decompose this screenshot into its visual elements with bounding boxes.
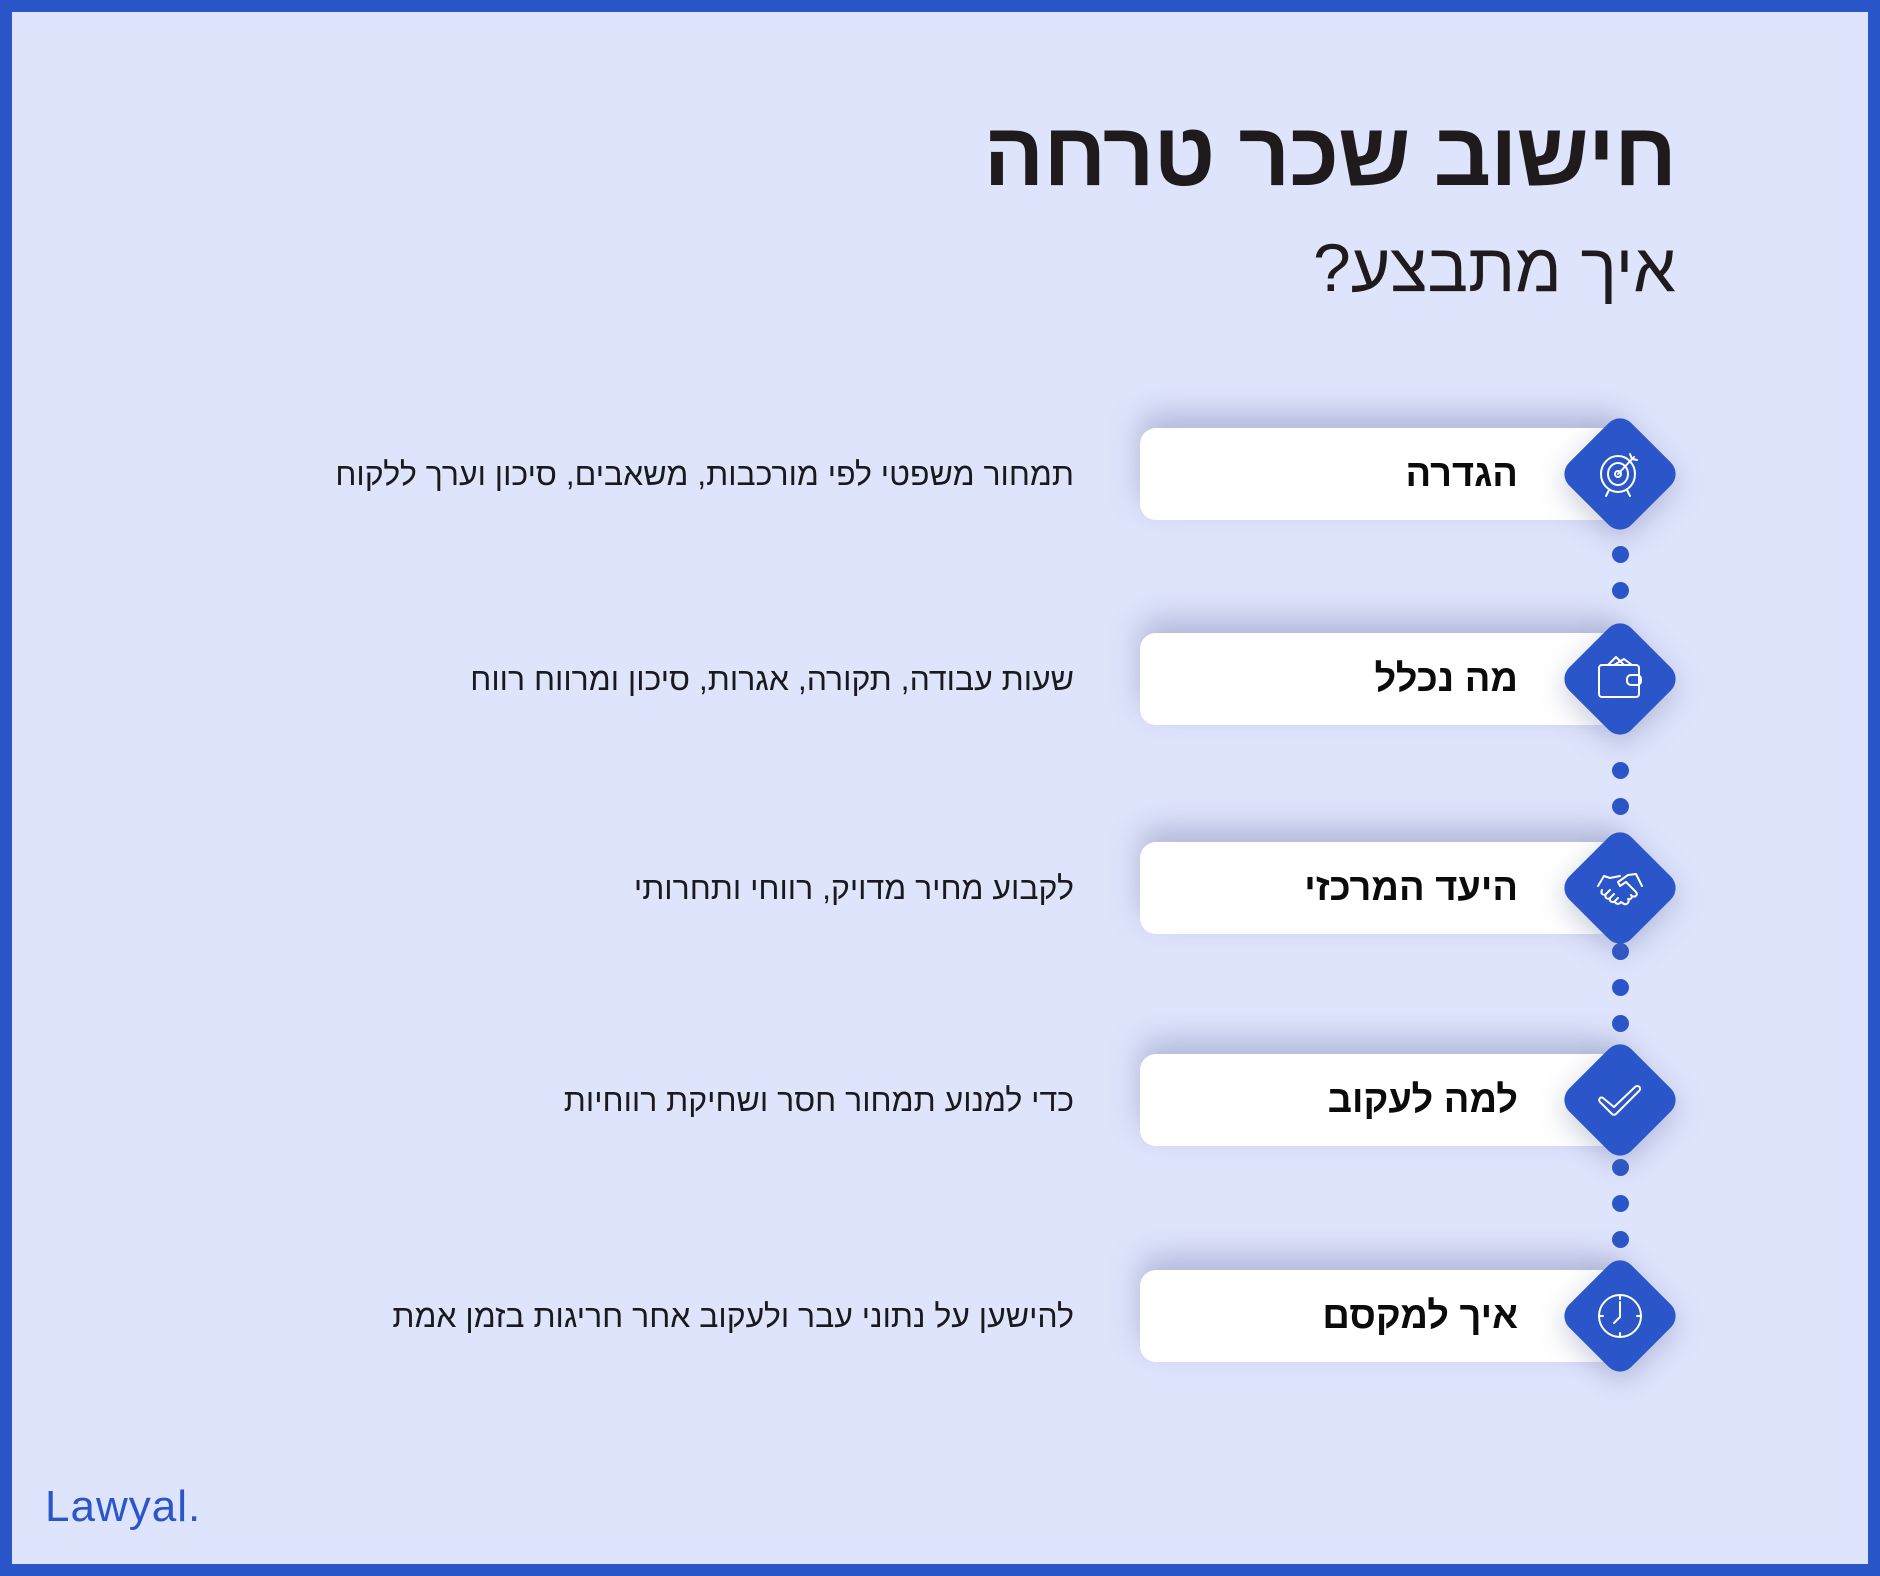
clock-icon bbox=[1594, 1290, 1646, 1342]
connector-dot bbox=[1612, 979, 1629, 996]
connector-dot bbox=[1612, 943, 1629, 960]
connector-dot bbox=[1612, 1195, 1629, 1212]
step-card bbox=[1140, 1054, 1620, 1146]
step-description: להישען על נתוני עבר ולעקוב אחר חריגות בז… bbox=[392, 1298, 1074, 1334]
handshake-icon bbox=[1594, 862, 1646, 914]
page-title: חישוב שכר טרחה bbox=[983, 105, 1677, 205]
wallet-icon bbox=[1594, 653, 1646, 705]
step-label: הגדרה bbox=[1405, 453, 1518, 495]
step-label: איך למקסם bbox=[1322, 1295, 1518, 1337]
connector-dot bbox=[1612, 1231, 1629, 1248]
step-label: מה נכלל bbox=[1374, 658, 1518, 700]
checkmark-icon bbox=[1594, 1074, 1646, 1126]
page-subtitle: איך מתבצע? bbox=[1312, 230, 1676, 306]
infographic-frame: חישוב שכר טרחה איך מתבצע? תמחור משפטי לפ… bbox=[12, 12, 1868, 1564]
step-card bbox=[1140, 1270, 1620, 1362]
connector-dot bbox=[1612, 546, 1629, 563]
step-card bbox=[1140, 842, 1620, 934]
connector-dot bbox=[1612, 582, 1629, 599]
step-card bbox=[1140, 428, 1620, 520]
connector-dot bbox=[1612, 762, 1629, 779]
target-icon bbox=[1594, 448, 1646, 500]
step-description: תמחור משפטי לפי מורכבות, משאבים, סיכון ו… bbox=[335, 456, 1074, 492]
step-description: לקבוע מחיר מדויק, רווחי ותחרותי bbox=[633, 870, 1074, 906]
step-description: כדי למנוע תמחור חסר ושחיקת רווחיות bbox=[563, 1082, 1074, 1118]
connector-dot bbox=[1612, 798, 1629, 815]
connector-dot bbox=[1612, 1015, 1629, 1032]
brand-logo: Lawyal. bbox=[45, 1482, 202, 1531]
step-label: היעד המרכזי bbox=[1304, 867, 1518, 909]
connector-dot bbox=[1612, 1159, 1629, 1176]
step-description: שעות עבודה, תקורה, אגרות, סיכון ומרווח ר… bbox=[470, 661, 1074, 697]
step-card bbox=[1140, 633, 1620, 725]
step-label: למה לעקוב bbox=[1327, 1079, 1518, 1121]
